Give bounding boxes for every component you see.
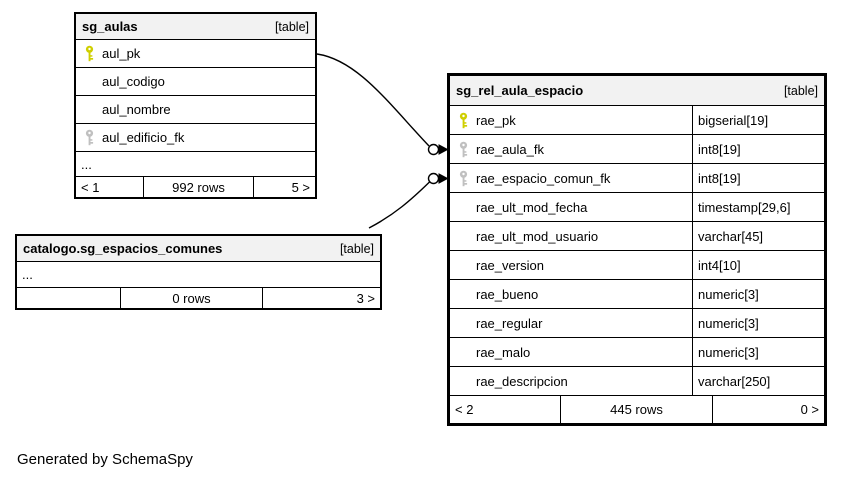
generated-by-note: Generated by SchemaSpy — [17, 451, 193, 468]
table-header: catalogo.sg_espacios_comunes [table] — [17, 236, 380, 262]
column-name: rae_malo — [476, 344, 531, 360]
table-type-badge: [table] — [274, 19, 309, 34]
column-name: aul_codigo — [102, 74, 165, 89]
column-name: ... — [81, 156, 92, 172]
fk-edge-aul-pk-to-rae-aula-fk — [316, 53, 449, 156]
table-name[interactable]: sg_rel_aula_espacio — [456, 83, 584, 98]
column-name: rae_aula_fk — [476, 141, 544, 157]
column-type: bigserial[19] — [692, 106, 824, 134]
primary-key-icon — [76, 45, 102, 62]
column-type: varchar[45] — [692, 222, 824, 250]
table-node-sg-rel-aula-espacio[interactable]: sg_rel_aula_espacio [table] rae_pk bigseria… — [447, 73, 827, 426]
foreign-key-icon — [76, 129, 102, 146]
column-row-ellipsis: ... — [17, 262, 380, 288]
column-row-rae_pk: rae_pk bigserial[19] — [450, 106, 824, 135]
row-count: 0 rows — [120, 288, 262, 308]
column-type: int8[19] — [692, 164, 824, 192]
table-header: sg_aulas [table] — [76, 14, 315, 40]
column-row-rae_regular: rae_regular numeric[3] — [450, 309, 824, 338]
table-node-sg-aulas[interactable]: sg_aulas [table] aul_pk aul_codigo aul_nombr… — [74, 12, 317, 199]
column-row-rae_version: rae_version int4[10] — [450, 251, 824, 280]
column-row-ellipsis: ... — [76, 152, 315, 177]
pager-prev — [17, 288, 120, 308]
column-name: rae_espacio_comun_fk — [476, 170, 611, 186]
row-count: 445 rows — [560, 396, 712, 423]
column-name: ... — [22, 267, 33, 282]
column-name: aul_edificio_fk — [102, 130, 185, 145]
pager-prev: < 2 — [455, 402, 474, 417]
column-name: aul_pk — [102, 46, 141, 61]
table-name[interactable]: catalogo.sg_espacios_comunes — [23, 241, 223, 256]
column-row-aul_edificio_fk: aul_edificio_fk — [76, 124, 315, 152]
column-row-rae_bueno: rae_bueno numeric[3] — [450, 280, 824, 309]
column-name: rae_ult_mod_fecha — [476, 199, 588, 215]
column-name: rae_ult_mod_usuario — [476, 228, 599, 244]
pager-prev: < 1 — [81, 179, 100, 195]
column-type: numeric[3] — [692, 338, 824, 366]
table-type-badge: [table] — [783, 83, 818, 98]
row-count: 992 rows — [143, 177, 253, 197]
column-name: rae_descripcion — [476, 373, 568, 389]
foreign-key-icon — [450, 141, 476, 158]
column-row-aul_nombre: aul_nombre — [76, 96, 315, 124]
column-type: varchar[250] — [692, 367, 824, 395]
column-row-rae_ult_mod_fecha: rae_ult_mod_fecha timestamp[29,6] — [450, 193, 824, 222]
column-row-aul_codigo: aul_codigo — [76, 68, 315, 96]
column-row-rae_aula_fk: rae_aula_fk int8[19] — [450, 135, 824, 164]
column-type: numeric[3] — [692, 309, 824, 337]
column-row-rae_descripcion: rae_descripcion varchar[250] — [450, 367, 824, 396]
column-name: rae_version — [476, 257, 544, 273]
column-name: rae_bueno — [476, 286, 539, 302]
column-row-rae_ult_mod_usuario: rae_ult_mod_usuario varchar[45] — [450, 222, 824, 251]
column-type: int4[10] — [692, 251, 824, 279]
column-row-rae_malo: rae_malo numeric[3] — [450, 338, 824, 367]
column-row-aul_pk: aul_pk — [76, 40, 315, 68]
column-type: timestamp[29,6] — [692, 193, 824, 221]
column-name: aul_nombre — [102, 102, 171, 117]
fk-edge-espacios-comunes-to-rae-espacio-comun-fk — [368, 172, 449, 229]
pager-next: 5 > — [253, 177, 315, 197]
table-header: sg_rel_aula_espacio [table] — [450, 76, 824, 106]
column-name: rae_pk — [476, 112, 516, 128]
column-name: rae_regular — [476, 315, 543, 331]
column-row-rae_espacio_comun_fk: rae_espacio_comun_fk int8[19] — [450, 164, 824, 193]
table-type-badge: [table] — [339, 241, 374, 256]
pager-next: 3 > — [262, 288, 380, 308]
pager-next: 0 > — [712, 396, 824, 423]
primary-key-icon — [450, 112, 476, 129]
table-name[interactable]: sg_aulas — [82, 19, 138, 34]
foreign-key-icon — [450, 170, 476, 187]
table-node-catalogo-sg-espacios-comunes[interactable]: catalogo.sg_espacios_comunes [table]... 0 … — [15, 234, 382, 310]
column-type: numeric[3] — [692, 280, 824, 308]
column-type: int8[19] — [692, 135, 824, 163]
